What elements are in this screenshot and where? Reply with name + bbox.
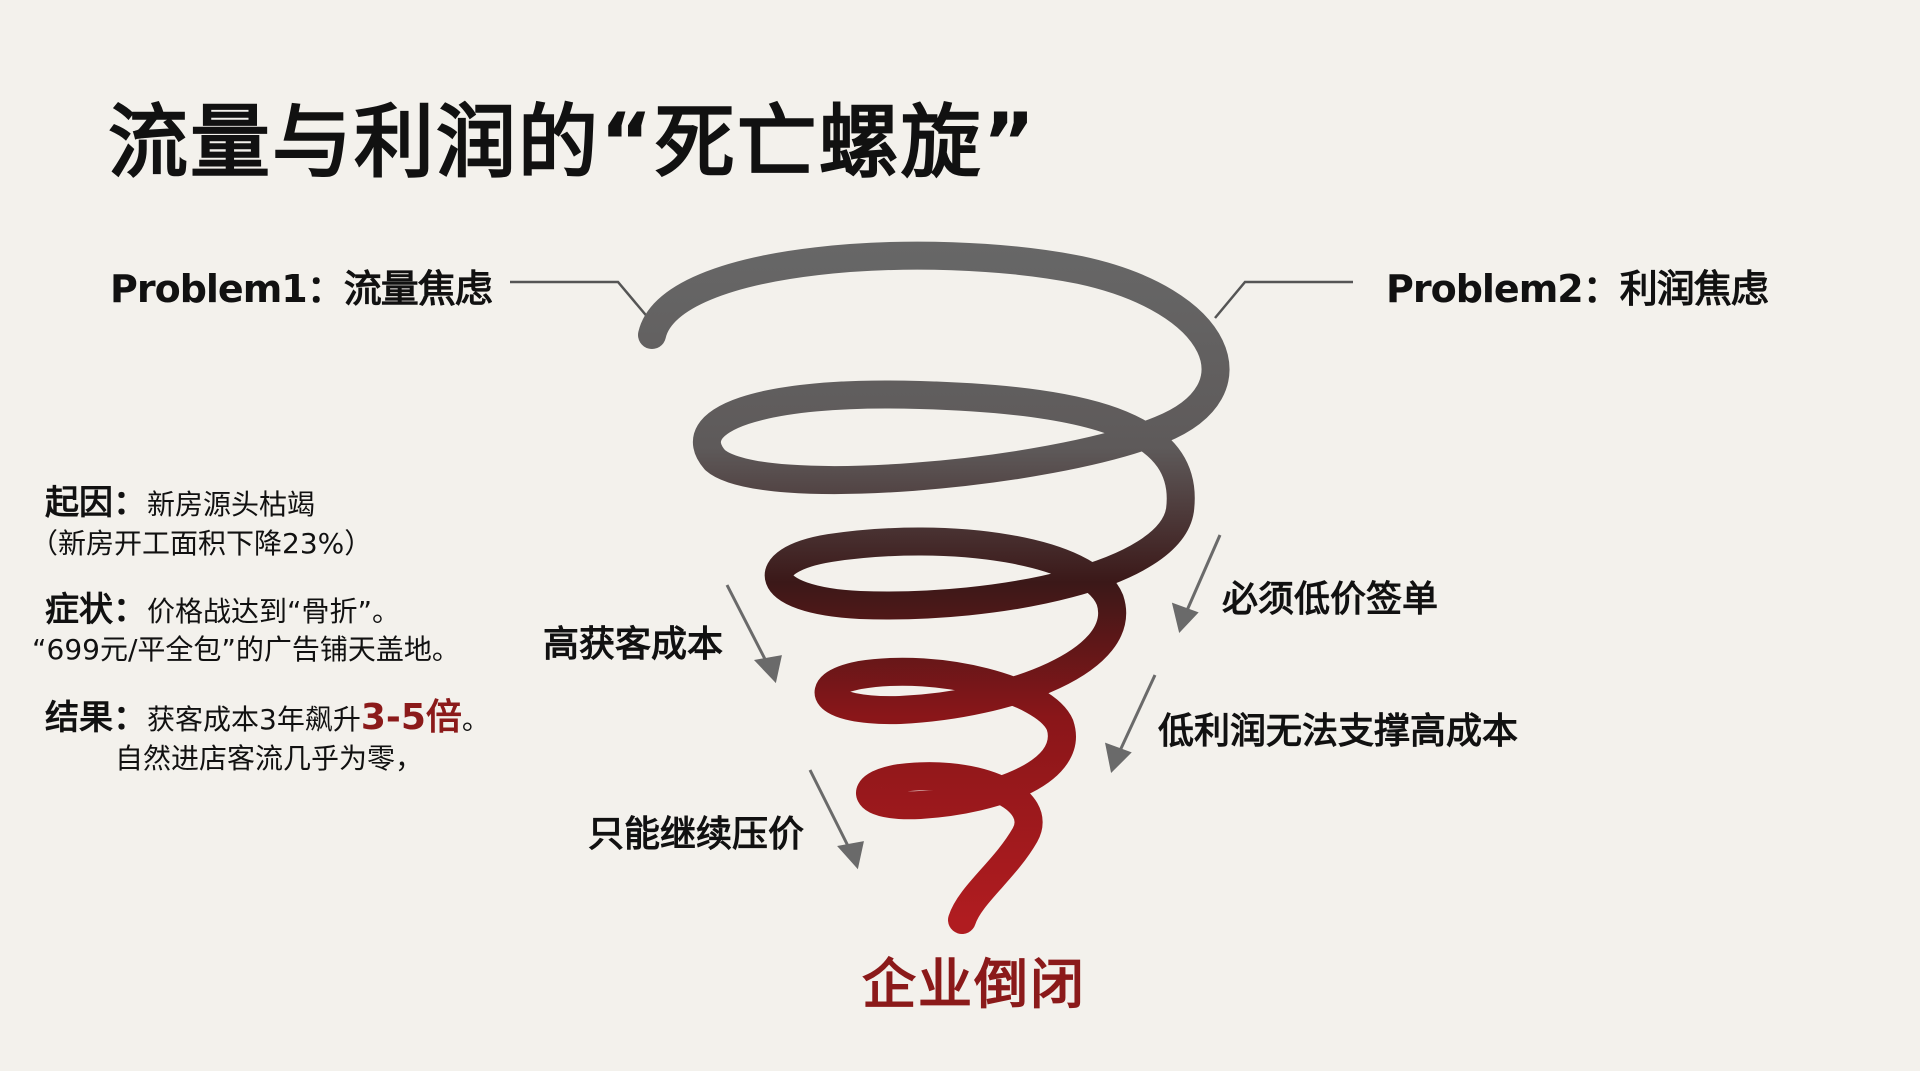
result-highlight: 3-5倍 bbox=[360, 697, 462, 738]
symptom-item: 症状：价格战达到“骨折”。 bbox=[45, 582, 400, 631]
result-suffix: 。 bbox=[461, 703, 490, 736]
result-item: 结果：获客成本3年飙升3-5倍。 bbox=[45, 688, 490, 740]
problem-2-connector bbox=[1214, 280, 1353, 319]
flow-arrows bbox=[725, 534, 1222, 870]
problem-2-label: Problem2：利润焦虑 bbox=[1386, 267, 1769, 311]
cause-text: 新房源头枯竭 bbox=[147, 488, 316, 521]
spiral-path bbox=[638, 241, 1230, 934]
problem-1-connector bbox=[510, 280, 651, 321]
cause-item: 起因：新房源头枯竭 bbox=[45, 475, 315, 524]
symptom-detail: “699元/平全包”的广告铺天盖地。 bbox=[32, 633, 460, 666]
flow-label-must-sign-low-price: 必须低价签单 bbox=[1222, 579, 1439, 620]
symptom-text: 价格战达到“骨折”。 bbox=[147, 595, 401, 628]
symptom-heading: 症状： bbox=[45, 590, 147, 630]
flow-label-low-profit: 低利润无法支撑高成本 bbox=[1158, 711, 1519, 752]
flow-label-keep-cutting-price: 只能继续压价 bbox=[588, 814, 805, 855]
cause-detail: （新房开工面积下降23%） bbox=[30, 527, 373, 560]
result-text: 获客成本3年飙升 bbox=[147, 703, 361, 736]
result-heading: 结果： bbox=[45, 698, 147, 738]
flow-label-high-acquisition-cost: 高获客成本 bbox=[543, 624, 724, 665]
problem-1-label: Problem1：流量焦虑 bbox=[110, 267, 493, 311]
outcome-label: 企业倒闭 bbox=[862, 953, 1086, 1016]
result-detail: 自然进店客流几乎为零， bbox=[115, 742, 424, 775]
cause-heading: 起因： bbox=[45, 483, 147, 523]
page-title: 流量与利润的“死亡螺旋” bbox=[108, 96, 1038, 189]
